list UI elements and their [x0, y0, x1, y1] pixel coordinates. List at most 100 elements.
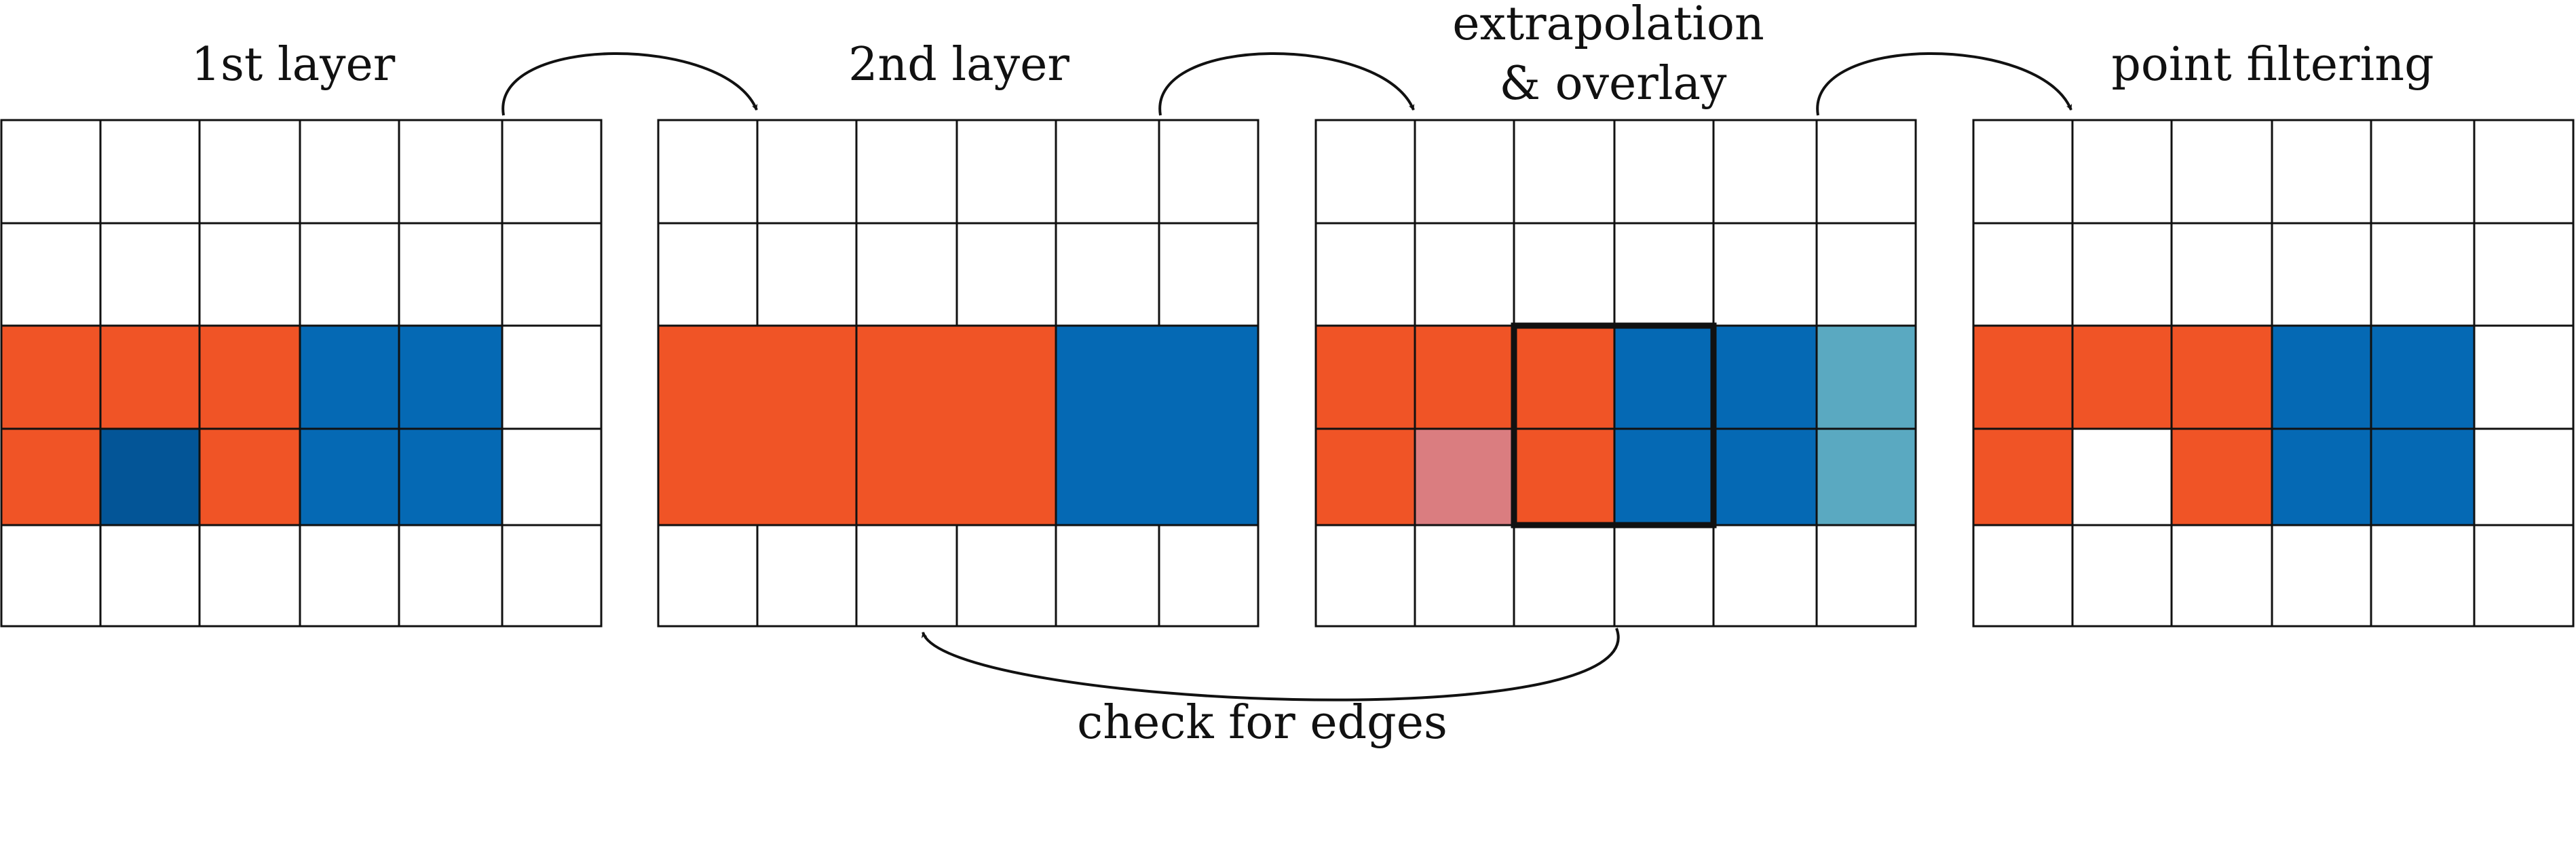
grid-cell — [1815, 524, 1917, 628]
grid-cell — [2170, 324, 2273, 430]
panel-1st-layer — [0, 119, 603, 628]
grid-cell — [1414, 427, 1515, 526]
grid-cell — [2473, 324, 2575, 430]
grid-cell — [2271, 119, 2372, 225]
grid-cell — [2473, 524, 2575, 628]
grid-cell — [1613, 524, 1715, 628]
grid-cell — [1513, 524, 1616, 628]
grid-cell — [1414, 222, 1515, 327]
grid-cell — [1055, 119, 1160, 225]
grid-cell — [1055, 222, 1160, 327]
merged-block — [657, 324, 858, 526]
grid-cell — [99, 427, 201, 526]
grid-cell — [855, 222, 958, 327]
grid-cell — [299, 324, 400, 430]
grid-cell — [1314, 524, 1416, 628]
grid-cell — [398, 222, 504, 327]
grid-cell — [2370, 427, 2476, 526]
grid-cell — [1513, 222, 1616, 327]
grid-cell — [955, 119, 1057, 225]
grid-cell — [1972, 524, 2074, 628]
grid-cell — [1613, 222, 1715, 327]
grid-cell — [1314, 427, 1416, 526]
grid-cell — [1815, 324, 1917, 430]
grid-cell — [1972, 427, 2074, 526]
grid-cell — [1712, 427, 1818, 526]
grid-cell — [299, 524, 400, 628]
grid-cell — [2271, 222, 2372, 327]
grid-cell — [1815, 222, 1917, 327]
grid-cell — [1712, 324, 1818, 430]
grid-cell — [1314, 324, 1416, 430]
grid-cell — [1513, 427, 1616, 526]
grid-cell — [198, 427, 301, 526]
grid-cell — [1815, 427, 1917, 526]
panel-title-point-filtering: point filtering — [2111, 38, 2433, 92]
grid-cell — [2271, 427, 2372, 526]
grid-cell — [2170, 119, 2273, 225]
arrow-check-for-edges — [921, 628, 1620, 701]
grid-cell — [198, 119, 301, 225]
grid-cell — [2473, 222, 2575, 327]
grid-cell — [398, 119, 504, 225]
grid-cell — [855, 119, 958, 225]
grid-cell — [1712, 524, 1818, 628]
grid-cell — [2071, 119, 2173, 225]
grid-cell — [2370, 119, 2476, 225]
panel-title-overlay: & overlay — [1500, 57, 1728, 111]
panel-2nd-layer — [657, 119, 1259, 628]
grid-cell — [0, 119, 102, 225]
grid-cell — [756, 222, 858, 327]
grid-cell — [501, 222, 603, 327]
panel-title-extrapolation: extrapolation — [1452, 0, 1764, 51]
grid-cell — [1158, 119, 1259, 225]
grid-cell — [2370, 324, 2476, 430]
grid-cell — [1414, 524, 1515, 628]
panel-title-1st-layer: 1st layer — [191, 38, 396, 92]
grid-cell — [2071, 427, 2173, 526]
grid-cell — [955, 222, 1057, 327]
grid-cell — [2370, 222, 2476, 327]
grid-cell — [1314, 119, 1416, 225]
grid-cell — [1613, 427, 1715, 526]
grid-cell — [1815, 119, 1917, 225]
grid-cell — [657, 222, 759, 327]
grid-cell — [1712, 222, 1818, 327]
grid-cell — [1613, 324, 1715, 430]
arrow-1st-to-2nd — [501, 52, 758, 116]
grid-cell — [855, 524, 958, 628]
grid-cell — [0, 222, 102, 327]
panel-extrapolation-overlay — [1314, 119, 1917, 628]
grid-cell — [398, 524, 504, 628]
grid-cell — [198, 524, 301, 628]
grid-cell — [2071, 324, 2173, 430]
merged-block — [855, 324, 1057, 526]
grid-cell — [955, 524, 1057, 628]
grid-cell — [0, 324, 102, 430]
grid-cell — [1712, 119, 1818, 225]
grid-cell — [1414, 119, 1515, 225]
grid-cell — [1055, 524, 1160, 628]
grid-cell — [2473, 119, 2575, 225]
grid-cell — [1513, 119, 1616, 225]
grid-cell — [2170, 222, 2273, 327]
grid-cell — [2071, 222, 2173, 327]
grid-cell — [756, 119, 858, 225]
grid-cell — [1314, 222, 1416, 327]
highlight-box — [1511, 322, 1717, 528]
grid-cell — [756, 524, 858, 628]
grid-cell — [657, 119, 759, 225]
grid-cell — [99, 524, 201, 628]
grid-cell — [2271, 524, 2372, 628]
grid-cell — [398, 324, 504, 430]
grid-cell — [299, 427, 400, 526]
grid-cell — [1158, 524, 1259, 628]
grid-cell — [99, 119, 201, 225]
grid-cell — [657, 524, 759, 628]
grid-panels — [0, 119, 2575, 628]
grid-cell — [299, 222, 400, 327]
grid-cell — [1414, 324, 1515, 430]
panel-title-2nd-layer: 2nd layer — [848, 38, 1069, 92]
grid-cell — [2170, 427, 2273, 526]
grid-cell — [299, 119, 400, 225]
